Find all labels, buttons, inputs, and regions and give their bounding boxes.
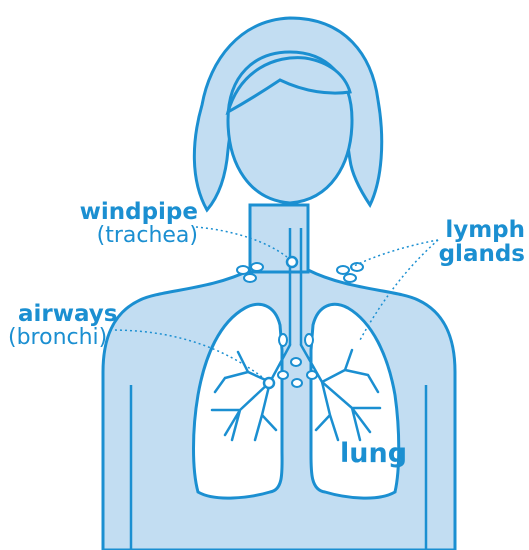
airways-label-sub: (bronchi)	[8, 326, 118, 349]
airways-label: airways (bronchi)	[8, 302, 118, 349]
lung-label: lung	[340, 440, 407, 468]
airways-label-main: airways	[8, 302, 118, 326]
lymph-label-main: lymph	[421, 218, 525, 242]
lymph-glands-label: lymph glands	[421, 218, 525, 266]
trachea-marker	[287, 257, 297, 267]
neck	[250, 205, 308, 272]
windpipe-label-sub: (trachea)	[58, 224, 198, 247]
windpipe-label: windpipe (trachea)	[58, 200, 198, 247]
lymph-label-sub: glands	[421, 242, 525, 266]
windpipe-label-main: windpipe	[58, 200, 198, 224]
